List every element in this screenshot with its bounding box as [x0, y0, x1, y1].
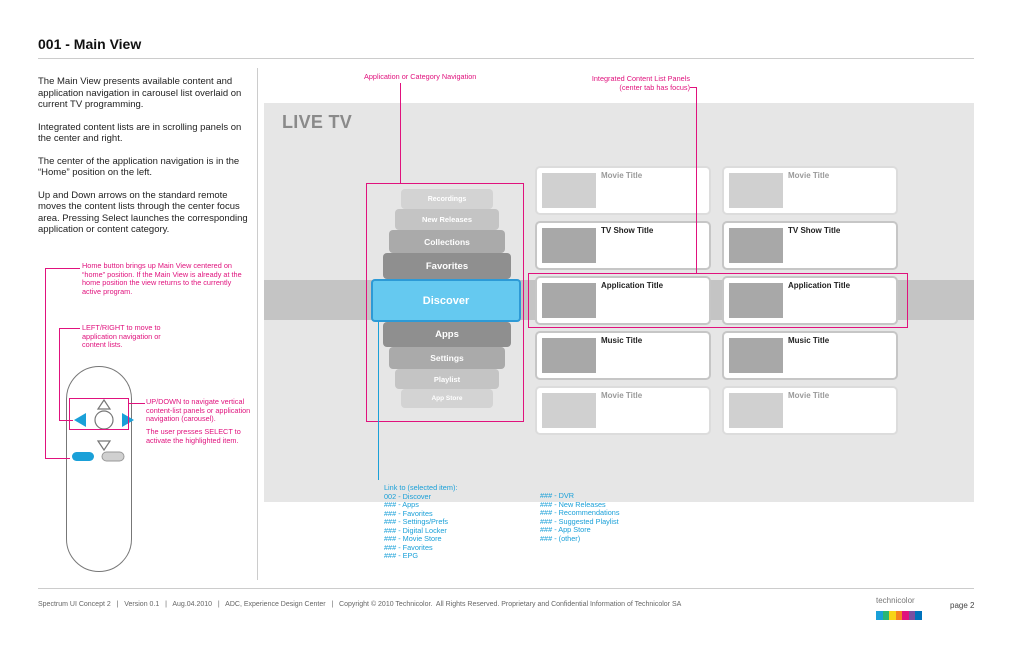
- link-heading: Link to (selected item):: [384, 483, 458, 492]
- card-title: Music Title: [788, 336, 830, 345]
- link-item[interactable]: ### - Movie Store: [384, 534, 442, 543]
- link-item[interactable]: ### - Apps: [384, 500, 419, 509]
- callout-line: [400, 83, 401, 184]
- nav-item-favorites[interactable]: Favorites: [383, 253, 511, 279]
- content-focus-callout-box: [528, 273, 908, 328]
- live-tv-label: LIVE TV: [282, 112, 353, 132]
- down-arrow-icon: [96, 440, 112, 452]
- thumbnail: [729, 283, 783, 318]
- callout-line: [59, 328, 80, 329]
- content-card[interactable]: Application Title: [535, 276, 711, 325]
- header-divider: [38, 58, 974, 59]
- card-title: Movie Title: [601, 391, 643, 400]
- thumbnail: [729, 338, 783, 373]
- brand-color-bar-icon: [876, 607, 922, 620]
- link-item[interactable]: ### - Recommendations: [540, 508, 620, 517]
- nav-callout-box: [366, 183, 524, 422]
- description: The Main View presents available content…: [38, 76, 248, 247]
- leftright-annotation: LEFT/RIGHT to move to application naviga…: [82, 323, 161, 349]
- footer-text: Spectrum UI Concept 2 | Version 0.1 | Au…: [38, 601, 682, 608]
- left-arrow-icon: [74, 413, 86, 427]
- link-connector-line: [378, 322, 379, 480]
- panels-annotation: Integrated Content List Panels (center t…: [560, 74, 690, 92]
- nav-item-new-releases[interactable]: New Releases: [395, 209, 499, 230]
- nav-item-apps[interactable]: Apps: [383, 322, 511, 347]
- up-arrow-icon: [96, 398, 112, 410]
- remote-control: [66, 366, 132, 572]
- thumbnail: [542, 338, 596, 373]
- callout-line: [59, 420, 73, 421]
- description-paragraph: The center of the application navigation…: [38, 155, 240, 179]
- back-button-icon: [101, 451, 125, 462]
- callout-line: [45, 268, 46, 459]
- content-card[interactable]: Movie Title: [535, 386, 711, 435]
- thumbnail: [729, 393, 783, 428]
- card-title: Music Title: [601, 336, 643, 345]
- content-card[interactable]: TV Show Title: [722, 221, 898, 270]
- thumbnail: [542, 228, 596, 263]
- link-item[interactable]: ### - EPG: [384, 551, 419, 560]
- dpad-callout-box: [69, 398, 129, 430]
- thumbnail: [542, 173, 596, 208]
- nav-item-discover[interactable]: Discover: [371, 279, 521, 322]
- thumbnail: [542, 393, 596, 428]
- nav-item-playlist[interactable]: Playlist: [395, 369, 499, 389]
- link-item[interactable]: ### - Digital Locker: [384, 525, 447, 535]
- card-title: Movie Title: [788, 391, 830, 400]
- column-divider: [257, 68, 258, 580]
- thumbnail: [542, 283, 596, 318]
- description-paragraph: Up and Down arrows on the standard remot…: [38, 189, 248, 236]
- card-title: Application Title: [601, 281, 664, 290]
- link-item[interactable]: ### - Favorites: [384, 542, 433, 552]
- content-card[interactable]: Movie Title: [722, 166, 898, 215]
- link-item[interactable]: ### - Favorites: [384, 508, 433, 518]
- nav-item-settings[interactable]: Settings: [389, 347, 505, 369]
- remote-dpad-graphic: [72, 398, 134, 462]
- link-list-left: Link to (selected item): 002 - Discover …: [384, 483, 534, 561]
- description-paragraph: The Main View presents available content…: [38, 76, 242, 110]
- link-item[interactable]: 002 - Discover: [384, 491, 432, 501]
- link-list-right: ### - DVR ### - New Releases ### - Recom…: [540, 491, 690, 543]
- card-title: Application Title: [788, 281, 851, 290]
- nav-item-collections[interactable]: Collections: [389, 230, 505, 253]
- content-card[interactable]: Movie Title: [722, 386, 898, 435]
- callout-line: [45, 268, 80, 269]
- select-annotation: The user presses SELECT to activate the …: [146, 427, 241, 445]
- page-title: 001 - Main View: [38, 36, 142, 52]
- link-item[interactable]: ### - Suggested Playlist: [540, 516, 619, 526]
- panels-annotation-line: Integrated Content List Panels: [591, 74, 690, 83]
- nav-item-app-store[interactable]: App Store: [401, 389, 493, 408]
- card-title: TV Show Title: [601, 226, 654, 235]
- content-card[interactable]: Movie Title: [535, 166, 711, 215]
- content-card[interactable]: Music Title: [722, 331, 898, 380]
- content-card[interactable]: Music Title: [535, 331, 711, 380]
- link-item[interactable]: ### - App Store: [540, 525, 591, 534]
- callout-line: [45, 458, 70, 459]
- content-card[interactable]: TV Show Title: [535, 221, 711, 270]
- link-item[interactable]: ### - (other): [540, 533, 581, 543]
- link-item[interactable]: ### - DVR: [540, 491, 575, 500]
- updown-annotation: UP/DOWN to navigate vertical content-lis…: [146, 397, 251, 423]
- callout-line: [696, 87, 697, 274]
- card-title: TV Show Title: [788, 226, 841, 235]
- footer-divider: [38, 588, 974, 589]
- callout-line: [129, 403, 145, 404]
- home-button-icon: [72, 452, 94, 461]
- brand-logo-text: technicolor: [876, 596, 915, 605]
- link-item[interactable]: ### - New Releases: [540, 499, 606, 509]
- thumbnail: [729, 173, 783, 208]
- nav-item-recordings[interactable]: Recordings: [401, 189, 493, 209]
- app-nav-annotation: Application or Category Navigation: [364, 72, 477, 81]
- callout-line: [59, 328, 60, 421]
- callout-line: [690, 87, 696, 88]
- card-title: Movie Title: [601, 171, 643, 180]
- card-title: Movie Title: [788, 171, 830, 180]
- thumbnail: [729, 228, 783, 263]
- home-annotation: Home button brings up Main View centered…: [82, 261, 242, 296]
- page-number: page 2: [950, 601, 975, 610]
- link-item[interactable]: ### - Settings/Prefs: [384, 517, 449, 526]
- description-paragraph: Integrated content lists are in scrollin…: [38, 121, 242, 145]
- panels-annotation-line: (center tab has focus): [619, 82, 690, 92]
- content-card[interactable]: Application Title: [722, 276, 898, 325]
